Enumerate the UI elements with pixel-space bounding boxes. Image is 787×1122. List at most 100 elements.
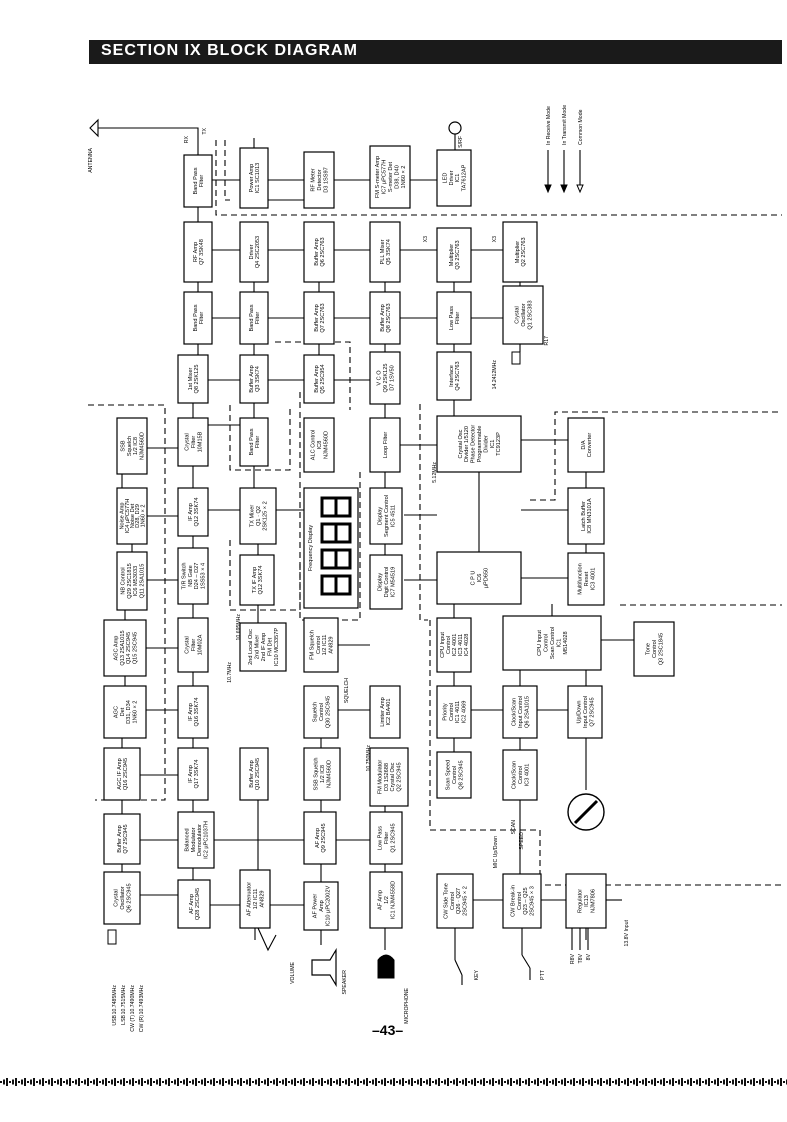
noise-mark: [492, 1078, 494, 1086]
block-text: Buffer Amp: [249, 365, 255, 393]
noise-mark: [699, 1078, 701, 1086]
block-text: 1N60 × 2: [133, 701, 139, 724]
label-smrf: S/RF: [458, 136, 464, 148]
block-text: SSB Squelch: [314, 758, 320, 791]
seven-seg-digit: [320, 574, 352, 596]
noise-mark: [249, 1078, 251, 1086]
supply-label: T8V: [578, 953, 584, 963]
noise-mark: [759, 1079, 761, 1085]
noise-mark: [9, 1081, 11, 1083]
seven-seg-digit: [320, 522, 352, 544]
noise-mark: [693, 1081, 695, 1083]
block-frame: [436, 551, 522, 605]
noise-mark: [618, 1078, 620, 1086]
noise-mark: [588, 1079, 590, 1085]
block-text: Q11 2SA1015: [140, 564, 146, 599]
noise-mark: [3, 1079, 5, 1085]
block-text: Control: [319, 703, 325, 721]
noise-mark: [222, 1078, 224, 1086]
block-text: D31, D34: [126, 700, 132, 724]
noise-mark: [144, 1081, 146, 1083]
section-header: SECTION IX BLOCK DIAGRAM: [89, 40, 782, 64]
block-text: Crystal Osc: [458, 429, 464, 458]
noise-mark: [774, 1081, 776, 1083]
noise-mark: [426, 1079, 428, 1085]
noise-mark: [591, 1078, 593, 1086]
noise-mark: [555, 1078, 557, 1086]
noise-mark: [126, 1081, 128, 1083]
noise-mark: [117, 1081, 119, 1083]
noise-mark: [513, 1081, 515, 1083]
noise-mark: [282, 1079, 284, 1085]
block-text: Clock/Scan: [512, 761, 518, 789]
block-frame: [369, 685, 401, 739]
block-text: 1/2 IC11: [253, 889, 259, 910]
block-text: 2SC945 × 2: [463, 886, 469, 916]
noise-mark: [111, 1079, 113, 1085]
noise-mark: [267, 1078, 269, 1086]
block-frame: [103, 813, 141, 865]
block-frame: [239, 354, 269, 404]
block-text: Q10 2SC945: [255, 758, 261, 790]
block-text: Reset: [584, 571, 590, 586]
noise-mark: [51, 1078, 53, 1086]
noise-mark: [291, 1079, 293, 1085]
noise-mark: [279, 1081, 281, 1083]
block-frame: [177, 354, 209, 404]
noise-mark: [678, 1079, 680, 1085]
noise-mark: [627, 1078, 629, 1086]
block-text: T/R Switch: [181, 562, 187, 589]
noise-mark: [42, 1078, 44, 1086]
noise-mark: [603, 1081, 605, 1083]
block-text: Q30 2SC945: [325, 696, 331, 728]
legend-label: In Transmit Mode: [562, 105, 568, 145]
block-text: Squelch: [313, 702, 319, 722]
noise-mark: [390, 1079, 392, 1085]
block-text: Squelch: [127, 436, 133, 456]
noise-mark: [237, 1079, 239, 1085]
block-frame: [303, 291, 335, 345]
block-text: FM S-meter Amp: [375, 156, 381, 198]
block-text: Q7 2SC945: [589, 697, 595, 726]
noise-mark: [294, 1078, 296, 1086]
noise-mark: [129, 1079, 131, 1085]
block-frame: [502, 285, 544, 345]
label-squelch: SQUELCH: [344, 678, 350, 703]
noise-mark: [372, 1079, 374, 1085]
noise-mark: [642, 1079, 644, 1085]
block-frame: [177, 879, 211, 929]
noise-mark: [657, 1081, 659, 1083]
noise-mark: [258, 1078, 260, 1086]
block-frame: [177, 617, 209, 673]
label-xtal-freq: 14.2412MHz: [492, 360, 498, 390]
block-text: 1/2 IC11: [322, 635, 328, 656]
block-frame: [502, 221, 538, 283]
block-text: Regulator: [578, 889, 584, 913]
label-tx: TX: [202, 127, 208, 134]
noise-mark: [396, 1081, 398, 1083]
dashed-boundary: [224, 140, 230, 201]
block-text: NJM4560D: [323, 431, 329, 459]
noise-mark: [675, 1081, 677, 1083]
noise-mark: [195, 1078, 197, 1086]
noise-mark: [477, 1081, 479, 1083]
block-text: Control: [316, 636, 322, 654]
mode-boundaries: [88, 140, 782, 886]
block-frame: [369, 221, 401, 283]
noise-mark: [495, 1081, 497, 1083]
block-frame: [436, 227, 472, 283]
block-text: Q3 3SK74: [255, 366, 261, 392]
key-icon: [454, 959, 463, 985]
